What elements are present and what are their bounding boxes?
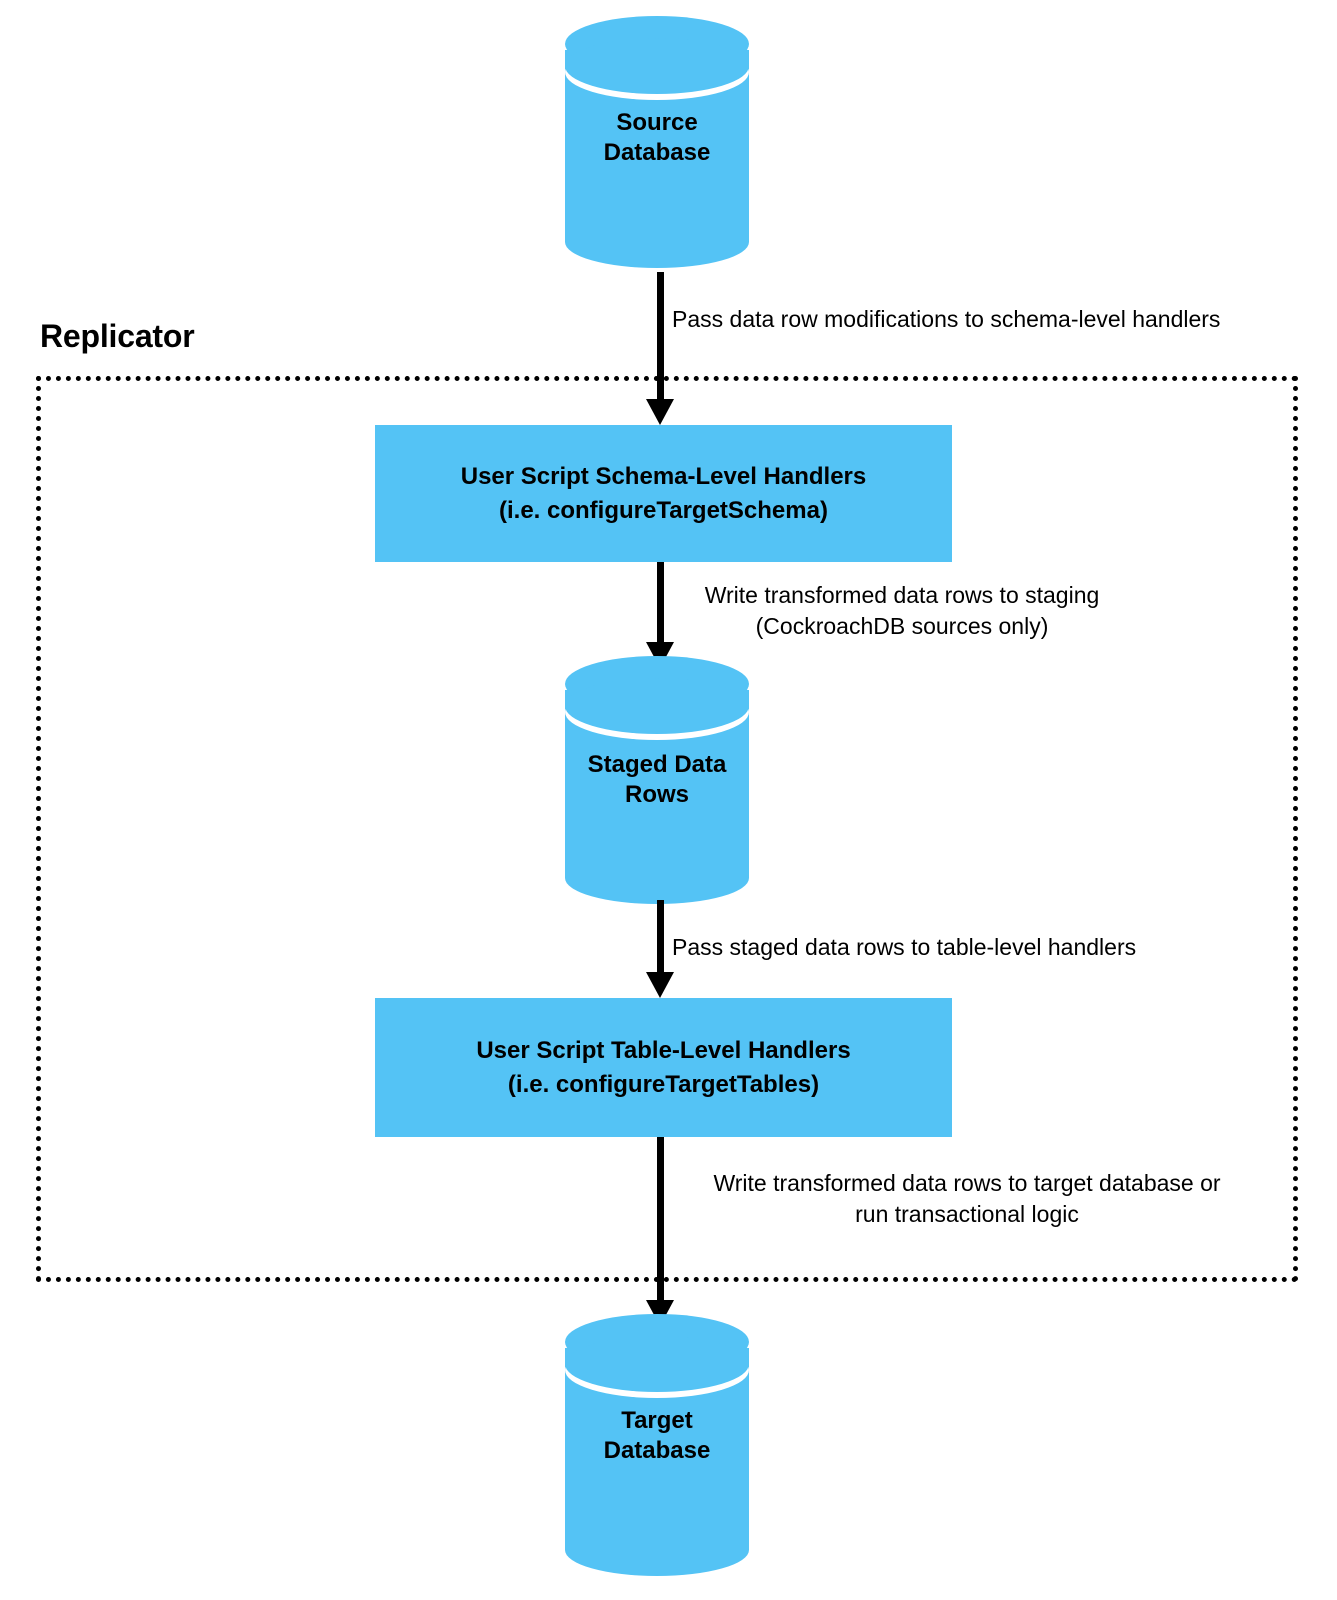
node-label: Target Database [603,1407,711,1464]
arrow-shaft [656,562,664,642]
edge-label-staged-rows-to-table-handlers: Pass staged data rows to table-level han… [672,934,1137,960]
arrow-staged-rows-to-table-handlers [645,900,675,998]
arrow-head [646,972,674,998]
arrow-shaft [656,900,664,972]
arrow-source-to-schema-handlers [645,272,675,425]
arrow-shaft [656,272,664,399]
node-staged-data-rows: Staged Data Rows [565,656,749,904]
node-table-level-handlers: User Script Table-Level Handlers (i.e. c… [375,998,952,1137]
node-source-database: Source Database [565,16,749,268]
node-label: Source Database [603,109,711,166]
arrow-shaft [656,1137,664,1300]
node-label: User Script Table-Level Handlers (i.e. c… [476,1036,851,1098]
cylinder-top-ellipse [565,38,749,94]
cylinder-top-ellipse [565,1336,749,1392]
node-target-database: Target Database [565,1314,749,1576]
edge-label-schema-handlers-to-staged-rows: Write transformed data rows to staging (… [704,582,1100,639]
node-label: Staged Data Rows [587,751,727,808]
arrow-table-handlers-to-target-database [645,1137,675,1326]
edge-label-table-handlers-to-target-database: Write transformed data rows to target da… [713,1170,1221,1227]
cylinder-top-ellipse [565,678,749,734]
replicator-boundary-label: Replicator [40,318,195,354]
node-label: User Script Schema-Level Handlers (i.e. … [460,462,867,524]
replicator-boundary [36,376,1298,1282]
arrow-head [646,399,674,425]
node-schema-level-handlers: User Script Schema-Level Handlers (i.e. … [375,425,952,562]
arrow-schema-handlers-to-staged-rows [645,562,675,668]
edge-label-source-to-schema-handlers: Pass data row modifications to schema-le… [672,306,1221,332]
